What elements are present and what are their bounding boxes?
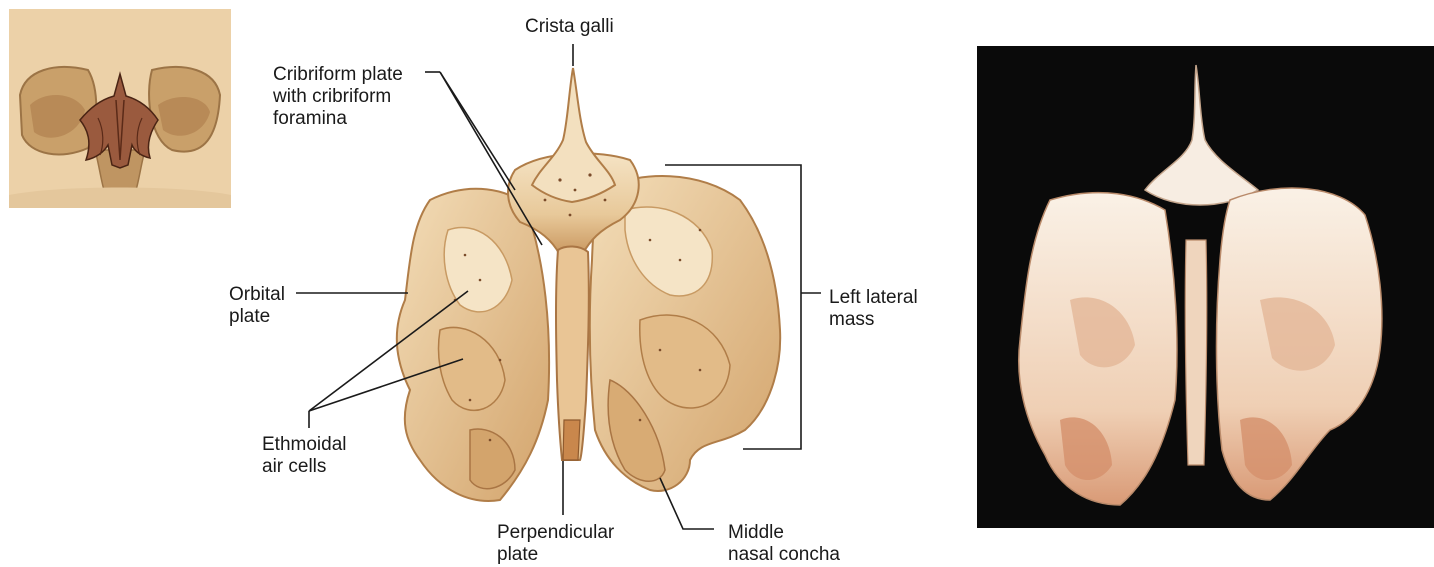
label-cribriform-line-1: Cribriform plate	[273, 64, 403, 86]
label-perpendicular-plate: Perpendicular plate	[497, 522, 614, 566]
label-orbital-line-2: plate	[229, 306, 285, 328]
label-ethmoidal-air-cells: Ethmoidal air cells	[262, 434, 347, 478]
label-air-cells-line-1: Ethmoidal	[262, 434, 347, 456]
label-concha-line-2: nasal concha	[728, 544, 840, 566]
label-crista-galli-text: Crista galli	[525, 16, 614, 38]
label-cribriform-line-2: with cribriform	[273, 86, 403, 108]
label-orbital-plate: Orbital plate	[229, 284, 285, 328]
label-air-cells-line-2: air cells	[262, 456, 347, 478]
label-cribriform-plate: Cribriform plate with cribriform foramin…	[273, 64, 403, 130]
label-crista-galli: Crista galli	[525, 16, 614, 38]
label-orbital-line-1: Orbital	[229, 284, 285, 306]
label-perpendicular-line-1: Perpendicular	[497, 522, 614, 544]
label-lateral-mass-line-2: mass	[829, 309, 918, 331]
label-perpendicular-line-2: plate	[497, 544, 614, 566]
label-lateral-mass-line-1: Left lateral	[829, 287, 918, 309]
label-concha-line-1: Middle	[728, 522, 840, 544]
label-left-lateral-mass: Left lateral mass	[829, 287, 918, 331]
label-cribriform-line-3: foramina	[273, 108, 403, 130]
label-middle-nasal-concha: Middle nasal concha	[728, 522, 840, 566]
